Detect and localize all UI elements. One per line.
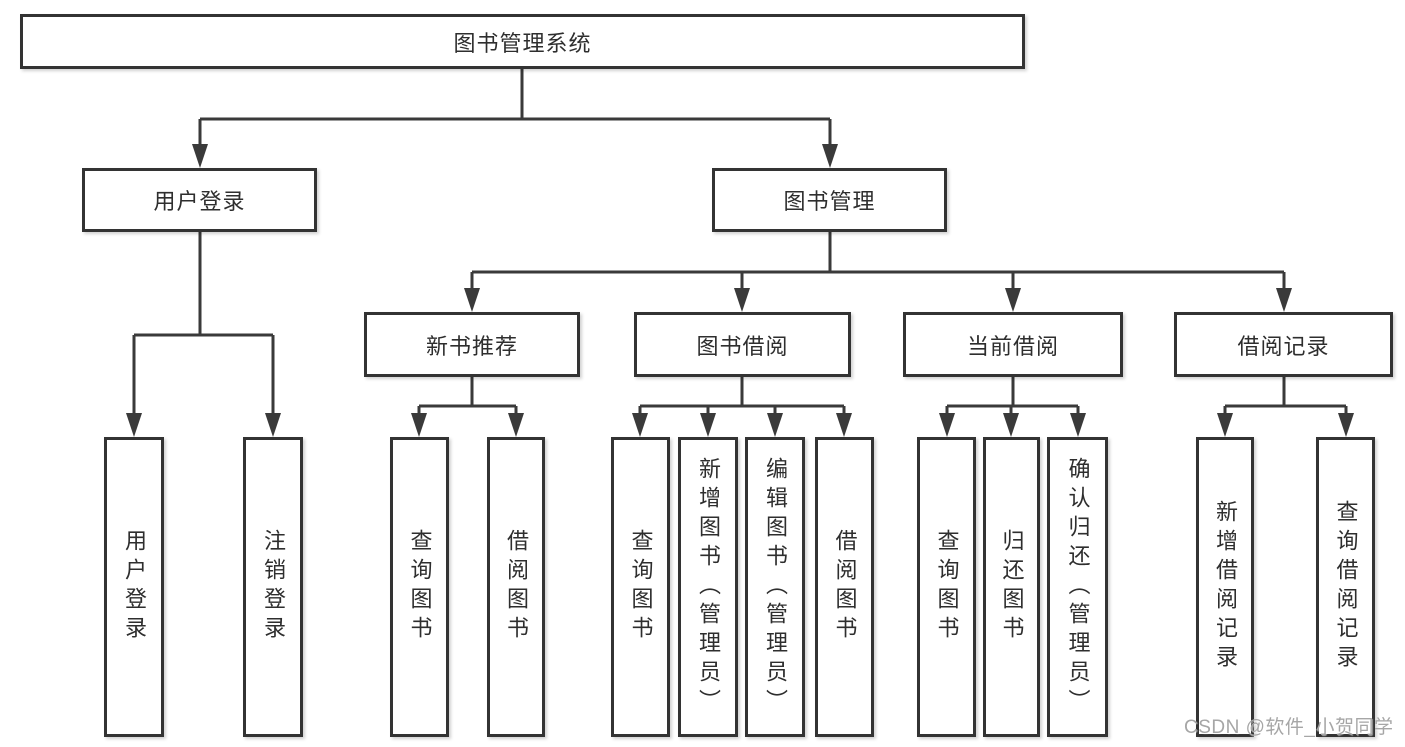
leaf-user-login-label: 用户登录 — [122, 529, 147, 645]
leaf-bookborrow-add: 新增图书（管理员） — [678, 437, 738, 737]
leaf-current-confirm-return-label: 确认归还（管理员） — [1065, 456, 1091, 718]
node-borrow-record-label: 借阅记录 — [1237, 333, 1330, 359]
leaf-newbook-query: 查询图书 — [390, 437, 449, 737]
leaf-record-query: 查询借阅记录 — [1316, 437, 1375, 737]
leaf-current-return: 归还图书 — [983, 437, 1040, 737]
leaf-current-return-label: 归还图书 — [999, 529, 1025, 645]
leaf-record-add-label: 新增借阅记录 — [1213, 500, 1238, 674]
node-user-login: 用户登录 — [82, 168, 317, 232]
leaf-newbook-borrow: 借阅图书 — [487, 437, 545, 737]
leaf-logout: 注销登录 — [243, 437, 303, 737]
leaf-bookborrow-edit: 编辑图书（管理员） — [745, 437, 805, 737]
leaf-bookborrow-add-label: 新增图书（管理员） — [696, 456, 721, 718]
node-root: 图书管理系统 — [20, 14, 1025, 69]
node-current-borrow-label: 当前借阅 — [966, 333, 1059, 359]
leaf-logout-label: 注销登录 — [261, 529, 286, 645]
leaf-bookborrow-edit-label: 编辑图书（管理员） — [763, 456, 788, 718]
node-book-borrow-label: 图书借阅 — [696, 333, 789, 359]
leaf-bookborrow-borrow: 借阅图书 — [815, 437, 874, 737]
leaf-newbook-query-label: 查询图书 — [407, 529, 433, 645]
node-new-book-recommend: 新书推荐 — [364, 312, 580, 377]
node-book-borrow: 图书借阅 — [634, 312, 851, 377]
node-user-login-label: 用户登录 — [153, 189, 246, 214]
node-current-borrow: 当前借阅 — [903, 312, 1123, 377]
leaf-current-query: 查询图书 — [917, 437, 976, 737]
leaf-bookborrow-query-label: 查询图书 — [628, 529, 654, 645]
csdn-watermark: CSDN @软件_小贺同学 — [1184, 717, 1394, 738]
node-book-management: 图书管理 — [712, 168, 947, 232]
leaf-bookborrow-borrow-label: 借阅图书 — [832, 529, 858, 645]
node-root-label: 图书管理系统 — [453, 30, 592, 56]
leaf-record-add: 新增借阅记录 — [1196, 437, 1254, 737]
node-new-book-recommend-label: 新书推荐 — [425, 333, 518, 359]
leaf-current-query-label: 查询图书 — [934, 529, 960, 645]
leaf-user-login: 用户登录 — [104, 437, 164, 737]
leaf-record-query-label: 查询借阅记录 — [1333, 500, 1359, 674]
node-book-management-label: 图书管理 — [783, 189, 876, 214]
leaf-current-confirm-return: 确认归还（管理员） — [1047, 437, 1108, 737]
node-borrow-record: 借阅记录 — [1174, 312, 1393, 377]
leaf-newbook-borrow-label: 借阅图书 — [504, 529, 529, 645]
leaf-bookborrow-query: 查询图书 — [611, 437, 670, 737]
